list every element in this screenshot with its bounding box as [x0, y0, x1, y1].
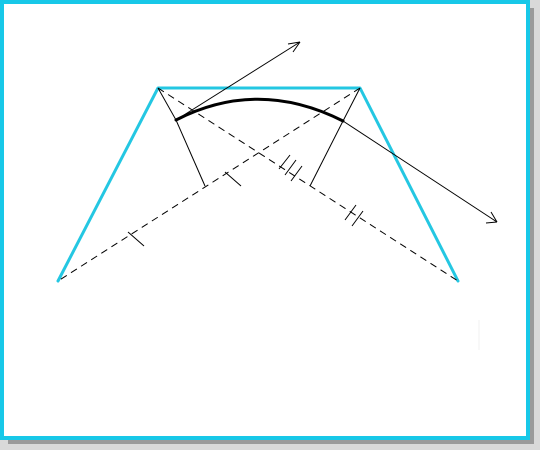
right-arrow-line — [342, 120, 498, 223]
perpendicular-right — [309, 120, 344, 187]
curved-arc — [174, 97, 345, 123]
perpendicular-left-top — [157, 87, 177, 121]
tick-mark-left-2 — [224, 171, 242, 187]
tick-mark-center-1 — [278, 154, 291, 170]
tick-mark-center-2 — [284, 159, 297, 176]
perpendicular-right-top — [342, 87, 361, 122]
right-arrowhead — [485, 211, 498, 224]
upper-arrowhead — [287, 41, 301, 53]
upper-arrow-line — [175, 41, 301, 121]
tick-mark-center-3 — [290, 165, 303, 182]
paper-frame — [0, 0, 530, 440]
tick-mark-left-1 — [127, 231, 145, 247]
perpendicular-left — [175, 119, 206, 187]
trapezoid-outline — [56, 86, 460, 283]
tick-mark-right-2 — [351, 210, 364, 227]
tick-mark-right-1 — [344, 204, 357, 221]
